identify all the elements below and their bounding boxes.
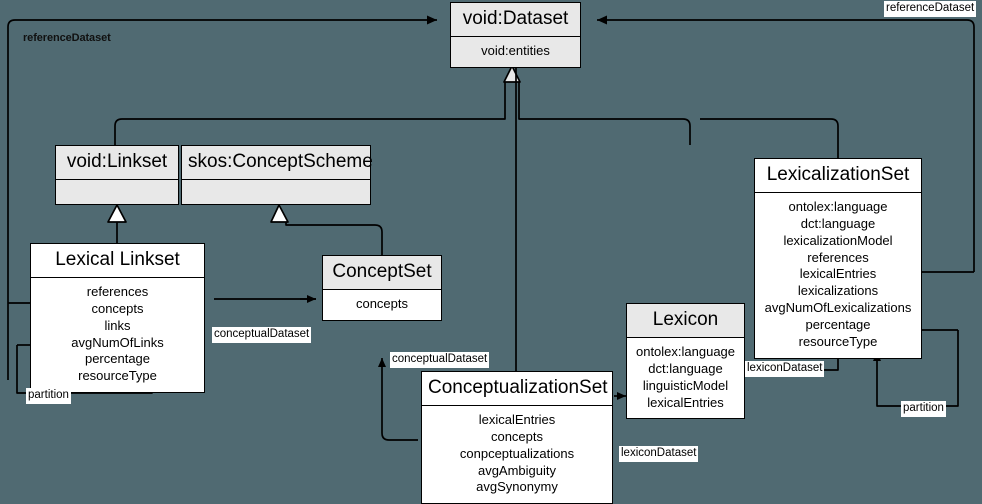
- attr-row: dct:language: [648, 360, 723, 376]
- attr-row: avgNumOfLexicalizations: [764, 300, 912, 316]
- edge-conceptualdataset-conceptualization-to-conceptset: [378, 358, 418, 441]
- class-void-linkset[interactable]: void:Linkset: [55, 145, 179, 205]
- attr-row: links: [104, 317, 131, 333]
- class-title-skos-conceptscheme: skos:ConceptScheme: [182, 146, 373, 180]
- edge-label-conceptual-dataset-conceptualization: conceptualDataset: [390, 352, 490, 368]
- edge-label-conceptual-dataset-linkset: conceptualDataset: [212, 327, 312, 343]
- edge-label-lexicon-dataset-conceptualization: lexiconDataset: [619, 446, 699, 462]
- class-title-void-linkset: void:Linkset: [56, 146, 178, 180]
- edge-label-partition-right: partition: [901, 401, 946, 417]
- attr-row: avgAmbiguity: [477, 462, 557, 478]
- attr-row: dct:language: [800, 215, 876, 231]
- class-title-lexical-linkset: Lexical Linkset: [31, 244, 204, 278]
- attr-row: avgSynonymy: [476, 479, 558, 495]
- attr-void-entities: void:entities: [481, 42, 550, 58]
- edge-generalize-conceptscheme-to-dataset: [518, 82, 691, 145]
- class-title-concept-set: ConceptSet: [323, 256, 441, 290]
- class-attrs-lexicon: ontolex:language dct:language linguistic…: [627, 337, 744, 419]
- attr-row: concepts: [355, 295, 409, 311]
- inheritance-triangle-dataset: [503, 65, 521, 83]
- class-conceptualization-set[interactable]: ConceptualizationSet lexicalEntries conc…: [421, 371, 613, 504]
- class-title-conceptualization-set: ConceptualizationSet: [422, 372, 612, 406]
- class-skos-conceptscheme[interactable]: skos:ConceptScheme: [181, 145, 373, 205]
- inheritance-triangle-conceptscheme: [270, 204, 289, 223]
- attr-row: ontolex:language: [788, 198, 888, 214]
- edge-conceptset-riser: [285, 222, 383, 255]
- class-lexicon[interactable]: Lexicon ontolex:language dct:language li…: [626, 303, 745, 420]
- attr-row: lexicalEntries: [647, 394, 724, 410]
- class-lexical-linkset[interactable]: Lexical Linkset references concepts link…: [30, 243, 205, 394]
- class-void-dataset[interactable]: void:Dataset void:entities: [450, 2, 581, 68]
- attr-row: lexicalEntries: [478, 411, 556, 427]
- edge-generalize-linkset-to-dataset: [114, 82, 506, 145]
- edge-label-partition-left: partition: [26, 388, 71, 404]
- attr-row: lexicalizationModel: [783, 232, 893, 248]
- class-title-lexicon: Lexicon: [627, 304, 744, 338]
- inheritance-triangle-linkset: [107, 204, 127, 223]
- edge-label-lexicon-dataset-lexicalization: lexiconDataset: [745, 361, 825, 377]
- attr-row: ontolex:language: [635, 343, 736, 359]
- class-attrs-concept-set: concepts: [323, 289, 441, 320]
- class-title-void-dataset: void:Dataset: [451, 3, 580, 37]
- class-attrs-lexicalization-set: ontolex:language dct:language lexicaliza…: [755, 192, 921, 358]
- attr-row: conpceptualizations: [459, 445, 575, 461]
- attr-row: references: [86, 283, 149, 299]
- class-concept-set[interactable]: ConceptSet concepts: [322, 255, 442, 321]
- attr-row: resourceType: [78, 368, 157, 384]
- attr-row: avgNumOfLinks: [71, 334, 164, 350]
- class-attrs-void-dataset: void:entities: [451, 36, 580, 67]
- uml-diagram-canvas: ConceptSet --> ConceptSet (up-left elbow…: [7, 1, 977, 504]
- edge-label-reference-dataset-left: referenceDataset: [23, 32, 111, 44]
- attr-row: percentage: [84, 351, 151, 367]
- attr-row: lexicalizations: [797, 283, 879, 299]
- class-attrs-conceptualization-set: lexicalEntries concepts conpceptualizati…: [422, 405, 612, 504]
- attr-row: linguisticModel: [642, 377, 729, 393]
- class-attrs-lexical-linkset: references concepts links avgNumOfLinks …: [31, 277, 204, 393]
- class-attrs-void-linkset: [56, 179, 178, 204]
- attr-row: concepts: [91, 300, 144, 316]
- attr-row: references: [807, 249, 869, 265]
- attr-row: resourceType: [798, 333, 878, 349]
- class-lexicalization-set[interactable]: LexicalizationSet ontolex:language dct:l…: [754, 158, 922, 359]
- attr-row: lexicalEntries: [799, 266, 877, 282]
- class-title-lexicalization-set: LexicalizationSet: [755, 159, 921, 193]
- edge-lexicalizationset-top-riser: [700, 118, 839, 158]
- attr-row: percentage: [805, 317, 871, 333]
- edge-label-reference-dataset-right: referenceDataset: [884, 1, 977, 17]
- class-attrs-skos-conceptscheme: [182, 179, 370, 204]
- attr-row: concepts: [490, 428, 544, 444]
